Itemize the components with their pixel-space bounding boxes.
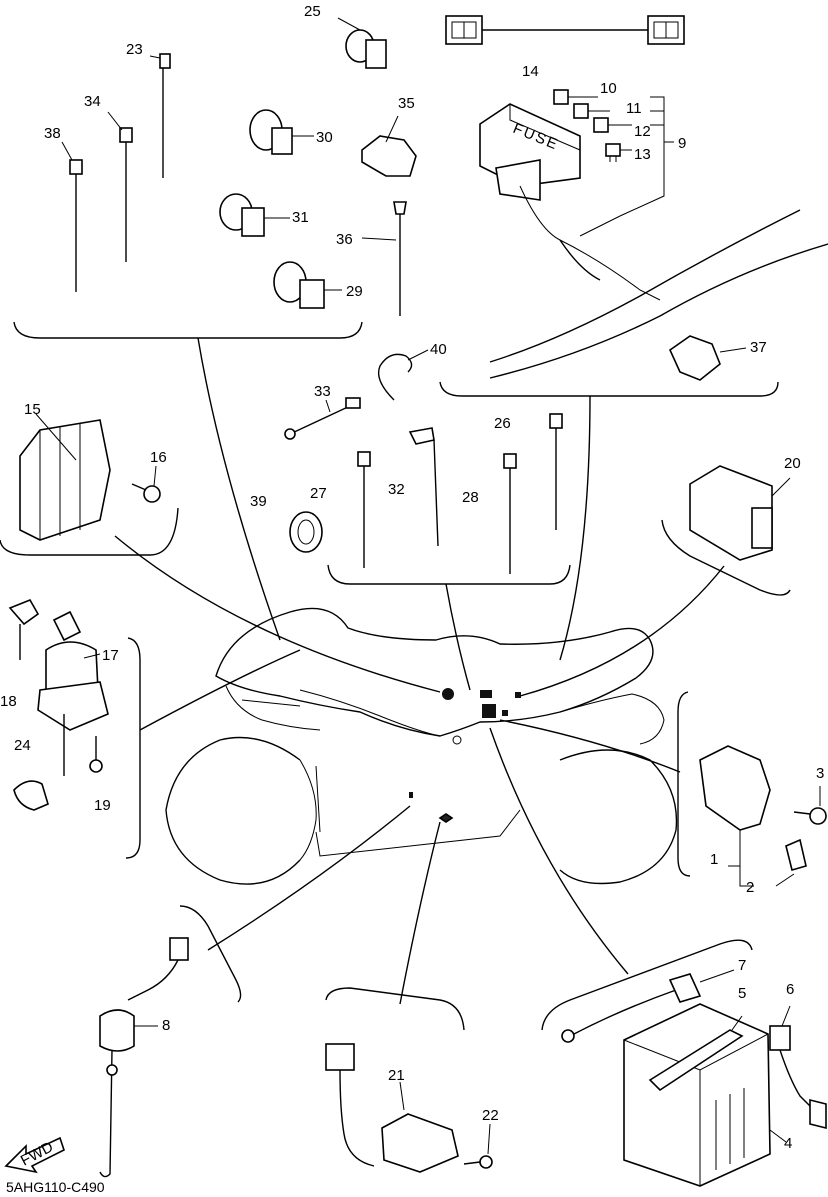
callout-17: 17 — [102, 647, 119, 664]
callout-7: 7 — [738, 957, 746, 974]
callout-24: 24 — [14, 737, 31, 754]
callout-22: 22 — [482, 1107, 499, 1124]
part-30-clamp — [249, 109, 314, 155]
part-29-clamp — [273, 261, 342, 309]
part-17-main-switch — [37, 610, 109, 776]
part-21-sidestand-switch — [325, 1043, 459, 1173]
part-6-lead — [769, 1005, 827, 1130]
callout-8: 8 — [162, 1017, 170, 1034]
part-19-bolt — [89, 736, 103, 773]
part-40-clip — [377, 349, 429, 401]
drawing-code: 5AHG110-C490 — [6, 1179, 105, 1195]
parts-fuses — [553, 89, 674, 237]
callout-13: 13 — [634, 146, 651, 163]
bracket-left-switch — [125, 637, 141, 859]
fwd-label: FWD — [18, 1138, 56, 1169]
callout-15: 15 — [24, 401, 41, 418]
callout-28: 28 — [462, 489, 479, 506]
part-7-lead — [561, 969, 735, 1043]
bracket-top-right — [439, 381, 779, 397]
part-harness-main — [489, 209, 828, 379]
callout-16: 16 — [150, 449, 167, 466]
callout-33: 33 — [314, 383, 331, 400]
part-34-cable-tie — [107, 111, 133, 262]
callout-31: 31 — [292, 209, 309, 226]
callout-37: 37 — [750, 339, 767, 356]
callout-12: 12 — [634, 123, 651, 140]
callout-6: 6 — [786, 981, 794, 998]
bracket-bottom-middle — [325, 987, 465, 1031]
part-27-cable-tie — [357, 451, 371, 568]
part-36-cable-tie — [361, 201, 407, 316]
callout-29: 29 — [346, 283, 363, 300]
callout-38: 38 — [44, 125, 61, 142]
bracket-left-regulator — [0, 507, 179, 556]
bracket-bottom-right — [541, 939, 753, 1031]
part-18-key — [8, 598, 40, 660]
callout-35: 35 — [398, 95, 415, 112]
part-39-clamp — [289, 511, 323, 553]
part-15-regulator — [19, 413, 111, 541]
callout-4: 4 — [784, 1135, 792, 1152]
motorcycle-outline — [165, 607, 678, 885]
callout-21: 21 — [388, 1067, 405, 1084]
bracket-right-starter — [677, 691, 691, 877]
callout-2: 2 — [746, 879, 754, 896]
callout-20: 20 — [784, 455, 801, 472]
callout-9: 9 — [678, 135, 686, 152]
callout-11: 11 — [626, 100, 642, 117]
callout-32: 32 — [388, 481, 405, 498]
callout-36: 36 — [336, 231, 353, 248]
callout-25: 25 — [304, 3, 321, 20]
callout-18: 18 — [0, 693, 17, 710]
callout-39: 39 — [250, 493, 267, 510]
bracket-top-left — [13, 321, 363, 339]
part-1-starter-relay — [699, 745, 771, 887]
callout-23: 23 — [126, 41, 143, 58]
bracket-middle — [327, 564, 571, 585]
callout-34: 34 — [84, 93, 101, 110]
callout-30: 30 — [316, 129, 333, 146]
part-2-cap — [775, 838, 807, 887]
part-23-cable-tie — [149, 53, 171, 178]
part-5-band — [648, 1015, 744, 1092]
bracket-bottom-left — [179, 905, 242, 1003]
callout-14: 14 — [522, 63, 539, 80]
part-8-neutral-switch — [99, 937, 189, 1178]
part-16-bolt — [131, 465, 161, 503]
part-22-screw — [463, 1123, 493, 1169]
part-14-sub-harness — [445, 15, 685, 45]
callout-26: 26 — [494, 415, 511, 432]
callout-19: 19 — [94, 797, 111, 814]
part-3-bolt — [793, 786, 827, 825]
part-37-clip — [668, 335, 747, 381]
callout-40: 40 — [430, 341, 447, 358]
callout-27: 27 — [310, 485, 327, 502]
leader-lines — [114, 337, 725, 1005]
part-38-cable-tie — [61, 141, 83, 292]
part-4-battery — [623, 1003, 787, 1187]
part-20-relay — [689, 465, 791, 561]
callout-5: 5 — [738, 985, 746, 1002]
callout-10: 10 — [600, 80, 617, 97]
part-26-cable-tie — [549, 413, 563, 530]
fwd-arrow-icon — [4, 1136, 65, 1174]
callout-1: 1 — [710, 851, 718, 868]
part-31-clamp — [219, 193, 290, 237]
part-32-bracket — [408, 427, 439, 547]
part-24-clip — [13, 780, 49, 811]
bracket-right-relay — [661, 519, 791, 596]
part-33-lead — [284, 397, 361, 440]
part-35-holder — [361, 115, 417, 177]
part-9-fuse-box — [479, 103, 661, 301]
part-28-cable-tie — [503, 453, 517, 574]
part-25-clamp — [337, 17, 387, 69]
callout-3: 3 — [816, 765, 824, 782]
